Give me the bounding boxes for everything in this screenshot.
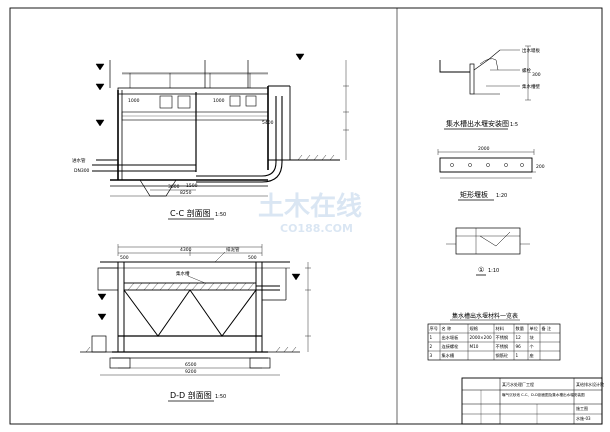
material-table: 序号名 称 规格 材料 数量单位备 注 1 出水堰板 2000×200 不锈钢 12 块 2 连接螺栓…	[427, 323, 561, 361]
dd-right-wall	[255, 261, 263, 353]
cc-dim-top1: 1000	[128, 98, 140, 104]
weir-plate	[437, 149, 536, 179]
table-cell: 钢筋砼	[496, 352, 509, 359]
table-header-cell: 序号	[430, 325, 438, 332]
table-cell: 个	[530, 344, 535, 349]
dd-sump	[91, 335, 107, 353]
plate-dim-len: 2000	[478, 146, 490, 152]
dd-dim-left: 500	[120, 255, 129, 261]
cc-title: C-C 剖面图	[170, 208, 211, 218]
table-cell: 2000×200	[470, 335, 492, 340]
table-cell: 1	[430, 335, 433, 340]
plate-title: 矩形堰板	[460, 190, 488, 199]
plate-dim-w: 200	[536, 164, 545, 170]
table-header-cell: 材料	[496, 325, 505, 332]
dd-hopper-left	[123, 289, 191, 337]
table-cell: 出水堰板	[442, 334, 460, 341]
weir-detail	[439, 45, 531, 101]
dd-title: D-D 剖面图	[170, 390, 212, 400]
cc-dim-mid: 1500	[186, 183, 198, 189]
tb-unit: 某给排水设计院	[576, 381, 604, 387]
table-header-cell: 规格	[470, 325, 479, 332]
cc-pipe-note: 进水管	[72, 157, 86, 164]
cc-channel-1	[159, 95, 173, 109]
table-cell: 集水槽	[442, 352, 455, 359]
cc-channel-3	[229, 95, 241, 107]
cc-channel-2	[177, 95, 191, 109]
table-header-cell: 数量	[516, 325, 524, 332]
dd-dim-right: 500	[248, 255, 257, 261]
sheet-border	[9, 7, 603, 425]
tb-drawing-no: 水施-03	[576, 415, 591, 421]
table-header-cell: 备 注	[542, 325, 553, 332]
cc-scale: 1:50	[215, 212, 226, 218]
table-cell: 块	[530, 334, 535, 341]
table-cell: M10	[470, 344, 479, 349]
watermark-cn: 土木在线	[258, 192, 362, 222]
watermark-en: CO188.COM	[280, 222, 353, 235]
cc-channel-4	[245, 95, 257, 107]
title-block	[461, 377, 603, 425]
table-cell: 12	[516, 335, 522, 340]
detail-scale: 1:10	[488, 268, 499, 274]
table-cell: 座	[530, 352, 534, 359]
section-dd	[80, 244, 311, 376]
weir-note-wall: 集水槽壁	[522, 83, 540, 90]
table-cell: 1	[516, 353, 519, 358]
dd-hopper-right	[189, 289, 257, 337]
weir-note-bolt: 螺栓	[522, 67, 531, 74]
table-cell: 96	[516, 344, 522, 349]
dd-pipe-label: 排泥管	[226, 246, 240, 253]
table-cell: 2	[430, 344, 433, 349]
cc-pipe-size: DN300	[74, 168, 90, 174]
cc-dim-top2: 1000	[213, 98, 225, 104]
tb-project: 某污水处理厂工程	[502, 381, 534, 387]
detail-1	[446, 227, 530, 255]
dd-dim-inner: 6500	[185, 362, 197, 368]
dd-dim-top: 4300	[180, 247, 192, 253]
dd-dim-total: 9200	[185, 369, 197, 375]
dd-trough	[123, 282, 257, 291]
table-title: 集水槽出水堰材料一览表	[452, 312, 518, 320]
cc-dim-tank: 5400	[262, 120, 274, 126]
dd-left-wall	[117, 261, 125, 353]
cc-dim-total-label: 8250	[180, 190, 192, 196]
table-cell: 3	[430, 353, 433, 358]
plate-scale: 1:20	[496, 193, 507, 199]
table-cell: 不锈钢	[496, 343, 509, 350]
table-header-cell: 单位	[530, 325, 538, 332]
tb-stage: 施工图	[576, 405, 588, 411]
dd-scale: 1:50	[215, 394, 226, 400]
weir-dim-h: 300	[532, 72, 541, 78]
weir-note-plate: 出水堰板	[522, 47, 540, 54]
section-cc	[92, 53, 349, 197]
watermark: 土木在线 CO188.COM	[258, 192, 362, 235]
cc-dim-span: 3600	[168, 184, 180, 190]
cc-pipe-riser	[196, 96, 277, 177]
detail-mark: ①	[478, 266, 484, 274]
weir-title: 集水槽出水堰安装图	[446, 119, 509, 128]
table-cell: 不锈钢	[496, 334, 509, 341]
dd-trough-note: 集水槽	[176, 270, 190, 277]
weir-scale: 1:5	[510, 122, 518, 128]
tb-drawing-name: 曝气沉砂池 C-C、D-D剖面图及集水槽出水堰安装图	[502, 392, 585, 397]
table-header-cell: 名 称	[442, 325, 452, 332]
table-cell: 连接螺栓	[442, 343, 460, 350]
cc-deck	[117, 87, 269, 95]
